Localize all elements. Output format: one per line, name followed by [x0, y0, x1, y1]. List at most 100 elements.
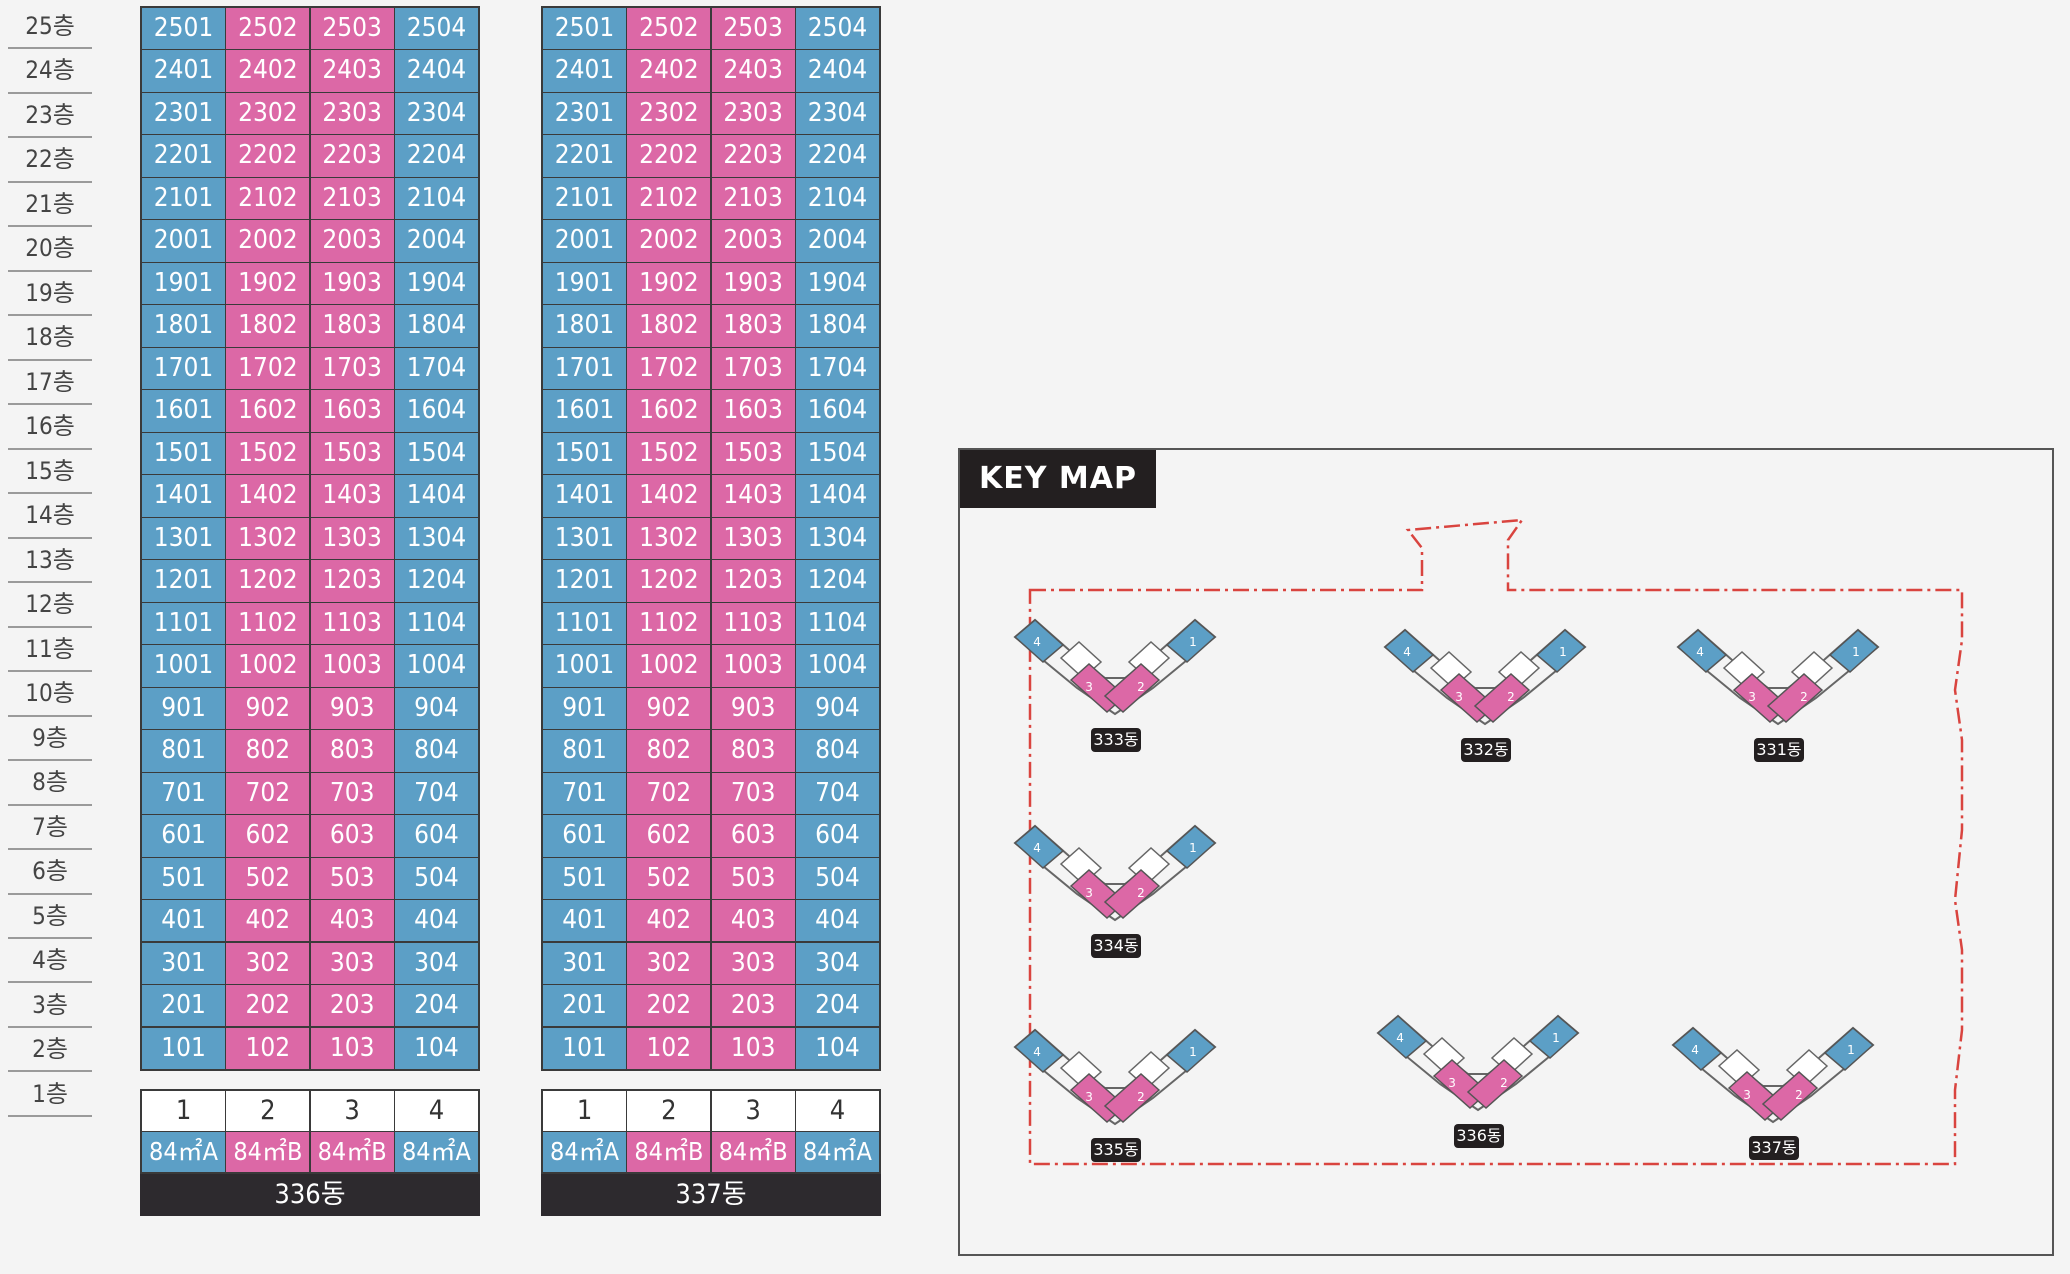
unit-cell[interactable]: 1101 [142, 602, 226, 645]
unit-cell[interactable]: 603 [711, 815, 795, 857]
unit-cell[interactable]: 1303 [310, 517, 394, 560]
unit-cell[interactable]: 702 [226, 772, 310, 815]
unit-cell[interactable]: 104 [394, 1027, 478, 1069]
unit-cell[interactable]: 601 [142, 815, 226, 857]
unit-cell[interactable]: 1301 [543, 517, 627, 560]
unit-cell[interactable]: 204 [795, 985, 879, 1027]
unit-cell[interactable]: 1004 [795, 645, 879, 687]
unit-cell[interactable]: 803 [310, 730, 394, 772]
unit-cell[interactable]: 904 [394, 687, 478, 730]
unit-cell[interactable]: 1601 [142, 390, 226, 432]
unit-cell[interactable]: 1402 [627, 475, 711, 517]
unit-cell[interactable]: 501 [543, 857, 627, 899]
unit-cell[interactable]: 1104 [394, 602, 478, 645]
unit-cell[interactable]: 1902 [627, 262, 711, 305]
unit-cell[interactable]: 1901 [543, 262, 627, 305]
unit-cell[interactable]: 901 [142, 687, 226, 730]
unit-cell[interactable]: 2204 [394, 135, 478, 177]
unit-cell[interactable]: 1602 [226, 390, 310, 432]
unit-cell[interactable]: 201 [543, 985, 627, 1027]
unit-cell[interactable]: 901 [543, 687, 627, 730]
unit-cell[interactable]: 1202 [226, 560, 310, 602]
unit-cell[interactable]: 2302 [226, 92, 310, 135]
unit-cell[interactable]: 801 [142, 730, 226, 772]
unit-cell[interactable]: 2001 [142, 220, 226, 262]
unit-cell[interactable]: 2304 [394, 92, 478, 135]
unit-cell[interactable]: 2201 [543, 135, 627, 177]
unit-cell[interactable]: 1502 [627, 432, 711, 475]
unit-cell[interactable]: 1704 [394, 347, 478, 390]
unit-cell[interactable]: 804 [795, 730, 879, 772]
unit-cell[interactable]: 2103 [711, 177, 795, 220]
unit-cell[interactable]: 2503 [310, 8, 394, 50]
unit-cell[interactable]: 2003 [711, 220, 795, 262]
unit-cell[interactable]: 1601 [543, 390, 627, 432]
unit-cell[interactable]: 1203 [310, 560, 394, 602]
unit-cell[interactable]: 1401 [142, 475, 226, 517]
unit-cell[interactable]: 1302 [226, 517, 310, 560]
unit-cell[interactable]: 802 [627, 730, 711, 772]
unit-cell[interactable]: 302 [627, 942, 711, 984]
unit-cell[interactable]: 2301 [543, 92, 627, 135]
unit-cell[interactable]: 1001 [142, 645, 226, 687]
unit-cell[interactable]: 2104 [795, 177, 879, 220]
unit-cell[interactable]: 1503 [711, 432, 795, 475]
unit-cell[interactable]: 502 [226, 857, 310, 899]
unit-cell[interactable]: 1903 [711, 262, 795, 305]
unit-cell[interactable]: 1904 [394, 262, 478, 305]
unit-cell[interactable]: 1104 [795, 602, 879, 645]
unit-cell[interactable]: 1703 [310, 347, 394, 390]
unit-cell[interactable]: 2303 [310, 92, 394, 135]
unit-cell[interactable]: 1804 [394, 305, 478, 347]
unit-cell[interactable]: 1702 [627, 347, 711, 390]
unit-cell[interactable]: 201 [142, 985, 226, 1027]
unit-cell[interactable]: 404 [795, 900, 879, 942]
unit-cell[interactable]: 1204 [394, 560, 478, 602]
unit-cell[interactable]: 1704 [795, 347, 879, 390]
unit-cell[interactable]: 2102 [627, 177, 711, 220]
unit-cell[interactable]: 2101 [142, 177, 226, 220]
unit-cell[interactable]: 902 [226, 687, 310, 730]
unit-cell[interactable]: 1103 [310, 602, 394, 645]
unit-cell[interactable]: 1004 [394, 645, 478, 687]
unit-cell[interactable]: 403 [310, 900, 394, 942]
unit-cell[interactable]: 2404 [795, 50, 879, 92]
unit-cell[interactable]: 1801 [142, 305, 226, 347]
unit-cell[interactable]: 1303 [711, 517, 795, 560]
unit-cell[interactable]: 603 [310, 815, 394, 857]
unit-cell[interactable]: 1801 [543, 305, 627, 347]
unit-cell[interactable]: 1201 [142, 560, 226, 602]
unit-cell[interactable]: 304 [795, 942, 879, 984]
unit-cell[interactable]: 202 [226, 985, 310, 1027]
unit-cell[interactable]: 1002 [226, 645, 310, 687]
unit-cell[interactable]: 1101 [543, 602, 627, 645]
unit-cell[interactable]: 2504 [394, 8, 478, 50]
unit-cell[interactable]: 102 [627, 1027, 711, 1069]
unit-cell[interactable]: 1002 [627, 645, 711, 687]
unit-cell[interactable]: 2404 [394, 50, 478, 92]
unit-cell[interactable]: 1602 [627, 390, 711, 432]
unit-cell[interactable]: 701 [142, 772, 226, 815]
unit-cell[interactable]: 2301 [142, 92, 226, 135]
unit-cell[interactable]: 1904 [795, 262, 879, 305]
unit-cell[interactable]: 1404 [795, 475, 879, 517]
unit-cell[interactable]: 1304 [394, 517, 478, 560]
unit-cell[interactable]: 2103 [310, 177, 394, 220]
unit-cell[interactable]: 1803 [310, 305, 394, 347]
unit-cell[interactable]: 2102 [226, 177, 310, 220]
unit-cell[interactable]: 204 [394, 985, 478, 1027]
unit-cell[interactable]: 2304 [795, 92, 879, 135]
unit-cell[interactable]: 503 [310, 857, 394, 899]
unit-cell[interactable]: 2403 [711, 50, 795, 92]
unit-cell[interactable]: 2204 [795, 135, 879, 177]
unit-cell[interactable]: 1804 [795, 305, 879, 347]
unit-cell[interactable]: 2403 [310, 50, 394, 92]
unit-cell[interactable]: 402 [627, 900, 711, 942]
unit-cell[interactable]: 101 [142, 1027, 226, 1069]
unit-cell[interactable]: 801 [543, 730, 627, 772]
unit-cell[interactable]: 2202 [627, 135, 711, 177]
unit-cell[interactable]: 2101 [543, 177, 627, 220]
unit-cell[interactable]: 1301 [142, 517, 226, 560]
unit-cell[interactable]: 1604 [394, 390, 478, 432]
unit-cell[interactable]: 2303 [711, 92, 795, 135]
